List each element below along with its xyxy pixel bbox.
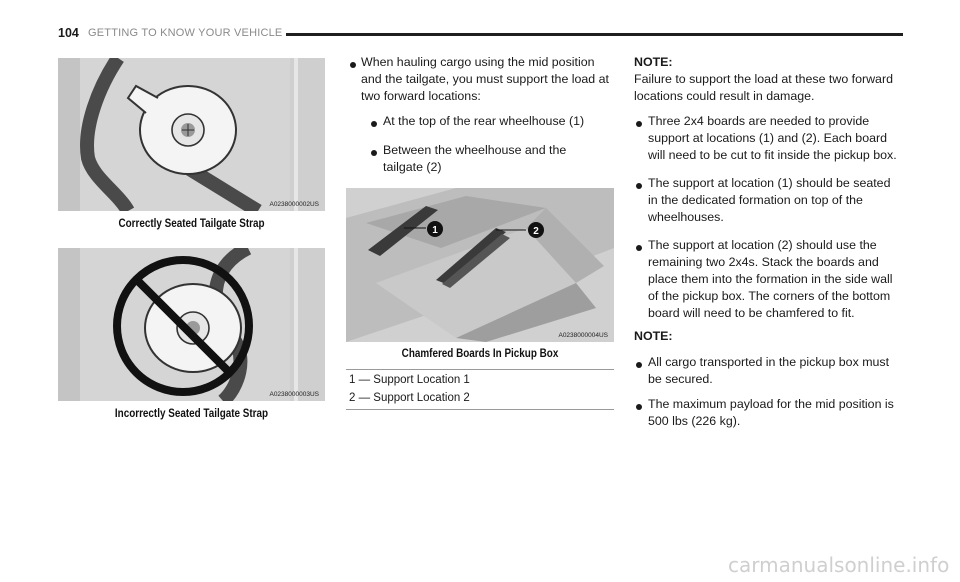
sub-bullet-2-line-2: tailgate (2) [383, 160, 442, 174]
bullet-5-line-2: 500 lbs (226 kg). [648, 414, 741, 428]
legend-rule-bottom [346, 409, 614, 410]
note-1-line-1: Failure to support the load at these two… [634, 72, 893, 86]
caption-pickup-box: Chamfered Boards In Pickup Box [401, 348, 559, 360]
note-label: NOTE: [634, 329, 673, 343]
page-number: 104 [58, 26, 79, 40]
bullet-3-line-2: remaining two 2x4s. Stack the boards and [648, 255, 879, 269]
bullet-1-line-3: will need to be cut to fit inside the pi… [648, 148, 897, 162]
bullet-3-line-5: board will need to be chamfered to fit. [648, 306, 855, 320]
bullet-3-line-3: place them into the formation in the sid… [648, 272, 893, 286]
bullet-3-line-1: The support at location (2) should use t… [648, 238, 877, 252]
watermark: carmanualsonline.info [728, 553, 950, 577]
figure-id: A0238000004US [558, 332, 608, 339]
bullet-icon [636, 362, 642, 368]
bullet-icon [636, 404, 642, 410]
bullet-icon [636, 245, 642, 251]
bullet-icon [371, 121, 377, 127]
legend-rule-top [346, 369, 614, 370]
intro-line-3: two forward locations: [361, 89, 481, 103]
note-1-line-2: locations could result in damage. [634, 89, 815, 103]
intro-line-1: When hauling cargo using the mid positio… [361, 55, 595, 69]
bullet-icon [636, 183, 642, 189]
note-label: NOTE: [634, 55, 673, 69]
bullet-2-line-3: wheelhouses. [648, 210, 724, 224]
callout-2: 2 [533, 226, 539, 237]
caption-incorrect-strap: Incorrectly Seated Tailgate Strap [114, 408, 269, 420]
figure-incorrect-strap: A0238000003US [58, 248, 325, 401]
bullet-4-line-2: be secured. [648, 372, 713, 386]
figure-correct-strap: A0238000002US [58, 58, 325, 211]
callout-1: 1 [432, 225, 438, 236]
sub-bullet-2-line-1: Between the wheelhouse and the [383, 143, 567, 157]
bullet-icon [350, 62, 356, 68]
incorrect-strap-illustration [58, 248, 325, 401]
figure-id: A0238000002US [269, 201, 319, 208]
legend-item-1: 1 — Support Location 1 [349, 374, 470, 386]
sub-bullet-1: At the top of the rear wheelhouse (1) [383, 114, 585, 128]
bullet-3-line-4: of the pickup box. The corners of the bo… [648, 289, 891, 303]
pickup-box-illustration: 1 2 [346, 188, 614, 342]
legend-item-2: 2 — Support Location 2 [349, 392, 470, 404]
caption-correct-strap: Correctly Seated Tailgate Strap [118, 218, 265, 230]
bullet-4-line-1: All cargo transported in the pickup box … [648, 355, 890, 369]
figure-pickup-box: 1 2 A0238000004US [346, 188, 614, 342]
correct-strap-illustration [58, 58, 325, 211]
bullet-icon [636, 121, 642, 127]
bullet-2-line-1: The support at location (1) should be se… [648, 176, 891, 190]
bullet-1-line-2: support at locations (1) and (2). Each b… [648, 131, 887, 145]
section-title: GETTING TO KNOW YOUR VEHICLE [88, 27, 283, 39]
figure-id: A0238000003US [269, 391, 319, 398]
intro-line-2: and the tailgate, you must support the l… [361, 72, 609, 86]
bullet-1-line-1: Three 2x4 boards are needed to provide [648, 114, 870, 128]
bullet-icon [371, 150, 377, 156]
bullet-5-line-1: The maximum payload for the mid position… [648, 397, 894, 411]
header-rule [286, 33, 903, 36]
bullet-2-line-2: in the dedicated formation on top of the [648, 193, 863, 207]
page-header: 104 GETTING TO KNOW YOUR VEHICLE [58, 26, 903, 42]
